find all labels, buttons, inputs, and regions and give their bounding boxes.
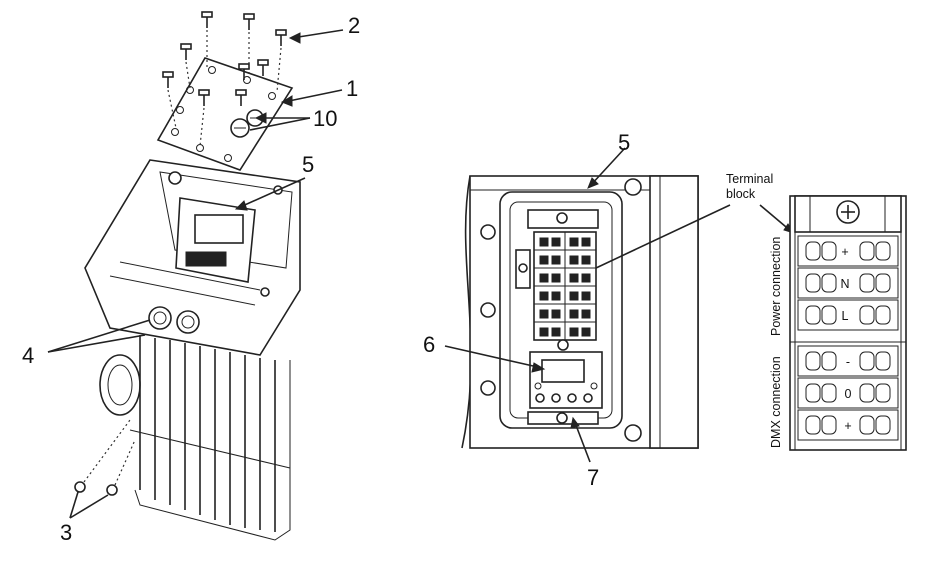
screw-icon	[201, 11, 213, 68]
callout-5-left: 5	[302, 152, 314, 177]
connection-box-view: 5 6 7 Terminal block	[423, 130, 796, 490]
terminal-block-label-line-1: Terminal	[726, 172, 773, 186]
terminal-block-detail: + N L - 0 + Power connection DMX connect…	[769, 195, 907, 451]
callout-leader-1	[283, 89, 343, 103]
fan-icon	[99, 354, 141, 416]
terminal-mark-dmx-minus: -	[846, 355, 850, 369]
screw-icon	[180, 43, 192, 89]
fixture-body	[74, 159, 301, 541]
callout-6: 6	[423, 332, 435, 357]
terminal-mark-n: N	[840, 277, 849, 291]
fixture-exploded-view: 2 1 10 5 4 3	[22, 11, 360, 545]
callout-leader-6	[444, 345, 543, 369]
dmx-terminals: - 0 +	[797, 345, 899, 441]
terminal-mark-l: L	[842, 309, 849, 323]
terminal-mark-dmx-plus: +	[844, 419, 851, 433]
display-screen	[541, 359, 585, 383]
screw-icon	[162, 71, 177, 129]
terminal-mark-earth: +	[841, 245, 848, 259]
cable-gland-icon	[148, 306, 172, 330]
callout-5-right: 5	[618, 130, 630, 155]
ground-icon	[518, 263, 528, 273]
screw-icon	[257, 59, 269, 76]
callout-1: 1	[346, 76, 358, 101]
power-terminals: + N L	[797, 235, 899, 331]
callout-10: 10	[313, 106, 337, 131]
terminal-block-label-line-2: block	[726, 187, 756, 201]
cover-screws	[162, 11, 287, 147]
callout-2: 2	[348, 13, 360, 38]
screw-icon	[243, 13, 255, 78]
screw-icon	[238, 63, 250, 80]
callout-7: 7	[587, 465, 599, 490]
screw-icon	[198, 89, 210, 147]
left-callouts: 2 1 10 5 4 3	[22, 13, 360, 545]
cable-gland-icon	[176, 310, 200, 334]
callout-4: 4	[22, 343, 34, 368]
screw-icon	[235, 89, 247, 106]
terminal-mark-dmx-zero: 0	[845, 387, 852, 401]
callout-leader-5a	[237, 177, 306, 209]
screw-icon	[106, 484, 118, 496]
callout-leader-4	[47, 319, 151, 353]
screw-icon	[74, 481, 86, 493]
callout-3: 3	[60, 520, 72, 545]
screw-icon	[275, 29, 287, 93]
dmx-connection-label: DMX connection	[769, 356, 783, 448]
callout-leader-5b	[589, 147, 626, 187]
power-connection-label: Power connection	[769, 237, 783, 336]
callout-leader-3	[69, 491, 79, 519]
cover-plate	[156, 57, 294, 171]
terminal-block-leader	[595, 204, 731, 269]
